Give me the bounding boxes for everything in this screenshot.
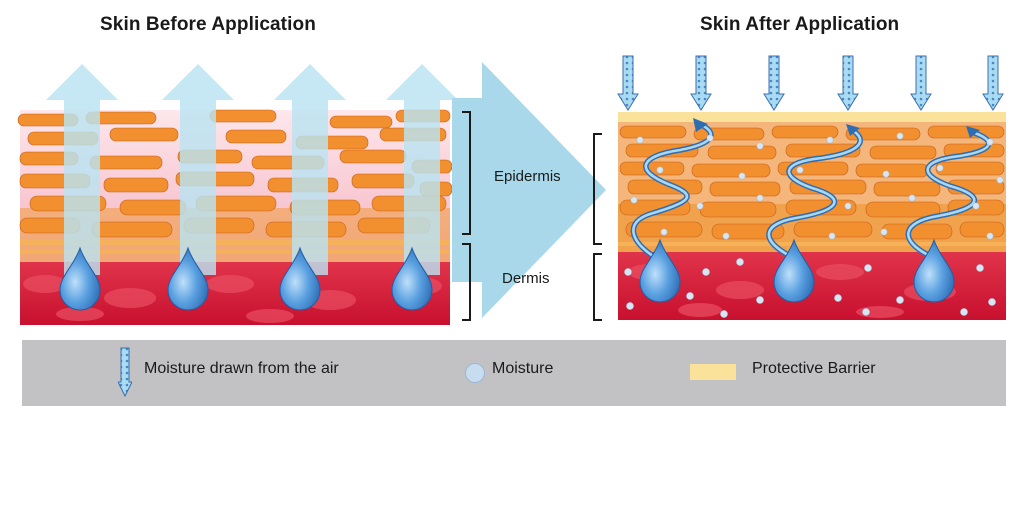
moisture-from-air-arrows xyxy=(617,55,1004,111)
moisture-dot-icon xyxy=(465,363,485,383)
layer-brackets xyxy=(462,111,602,321)
protective-barrier xyxy=(618,112,1006,122)
legend-label-air-moisture: Moisture drawn from the air xyxy=(144,360,339,377)
skin-after-panel xyxy=(617,55,1006,320)
legend-bar: Moisture drawn from the air Moisture Pro… xyxy=(22,340,1006,406)
moisture-drops-after xyxy=(639,238,955,303)
transition-arrow xyxy=(452,62,606,318)
legend-label-barrier: Protective Barrier xyxy=(752,360,876,377)
escaping-moisture-arrows xyxy=(46,64,458,275)
legend-label-moisture: Moisture xyxy=(492,360,554,377)
epidermis-label: Epidermis xyxy=(494,168,561,185)
dotted-down-arrow-icon xyxy=(118,347,132,398)
skin-before-panel xyxy=(17,64,458,325)
protective-barrier-swatch xyxy=(690,364,736,380)
skin-diagram xyxy=(17,55,1006,325)
dermis-label: Dermis xyxy=(502,270,550,287)
moisture-drops-before xyxy=(59,246,433,311)
moisture-dots-after xyxy=(624,132,1004,318)
title-after: Skin After Application xyxy=(700,14,900,35)
title-before: Skin Before Application xyxy=(100,14,316,35)
cell-layer-after xyxy=(619,125,1005,240)
